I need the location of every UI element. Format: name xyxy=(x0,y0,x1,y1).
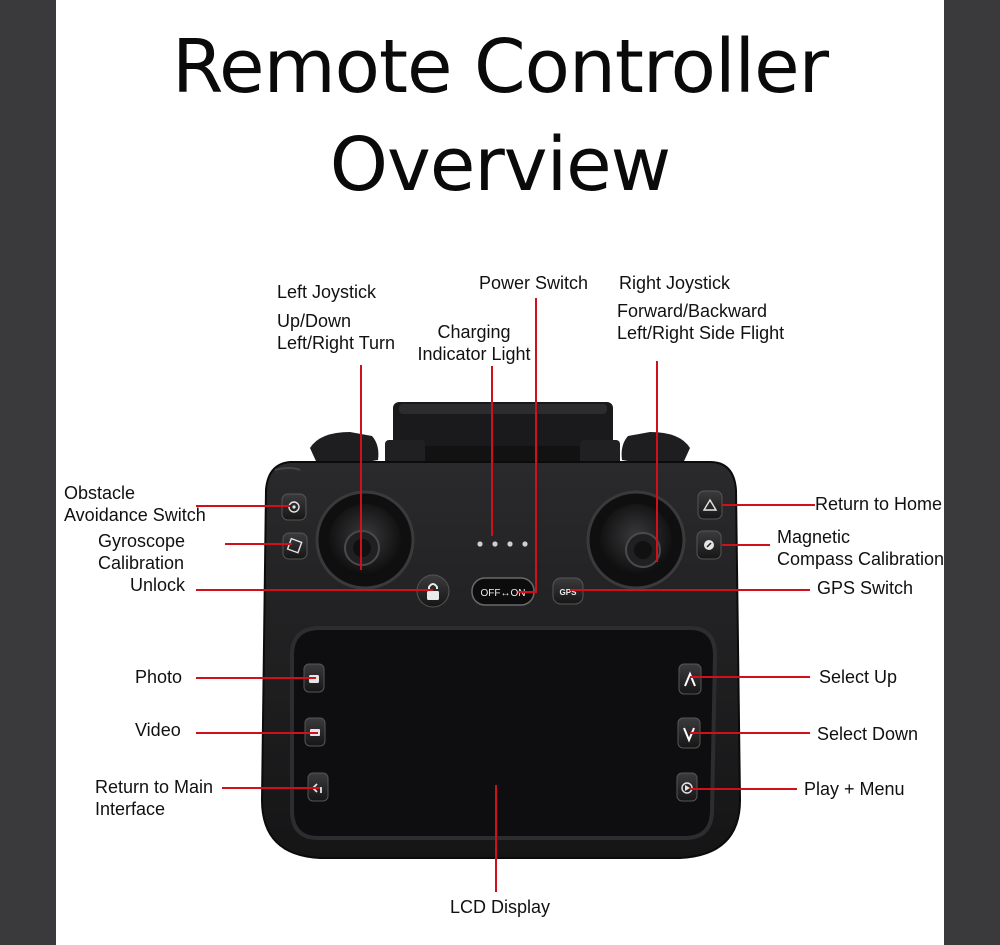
gyroscope-calibration-button[interactable] xyxy=(282,532,308,560)
label-select-up: Select Up xyxy=(819,667,898,687)
label-left-joystick: Left Joystick xyxy=(277,282,377,302)
play-menu-button[interactable] xyxy=(676,772,698,802)
label-unlock: Unlock xyxy=(130,575,186,595)
label-obstacle1: Obstacle xyxy=(64,483,136,503)
leader-power-switch xyxy=(518,298,537,593)
charging-indicator-lights xyxy=(477,541,528,547)
label-power-switch: Power Switch xyxy=(479,273,589,293)
compass-calibration-button[interactable] xyxy=(696,530,722,560)
label-gyro1: Gyroscope xyxy=(98,531,186,551)
label-right-joystick: Right Joystick xyxy=(619,273,731,293)
gps-switch-label: GPS xyxy=(560,588,578,597)
lock-icon xyxy=(427,591,439,600)
label-return-home: Return to Home xyxy=(815,494,943,514)
label-video: Video xyxy=(135,720,181,740)
label-return-main2: Interface xyxy=(95,799,166,819)
label-gyro2: Calibration xyxy=(98,553,185,573)
label-select-down: Select Down xyxy=(817,724,919,744)
label-photo: Photo xyxy=(135,667,183,687)
label-left-joystick-desc2: Left/Right Turn xyxy=(277,333,396,353)
page-title-line1: Remote Controller xyxy=(171,24,829,110)
left-joystick[interactable] xyxy=(315,490,415,590)
lcd-display xyxy=(290,626,718,840)
page-title-line2: Overview xyxy=(329,122,671,208)
label-obstacle2: Avoidance Switch xyxy=(64,505,206,525)
power-switch-label: OFF↔ON xyxy=(481,588,526,599)
label-compass1: Magnetic xyxy=(777,527,851,547)
chevron-up-icon xyxy=(684,671,696,687)
label-right-joystick-desc1: Forward/Backward xyxy=(617,301,768,321)
label-gps-switch: GPS Switch xyxy=(817,578,914,598)
select-up-button[interactable] xyxy=(678,663,702,695)
label-lcd-display: LCD Display xyxy=(450,897,551,917)
label-left-joystick-desc1: Up/Down xyxy=(277,311,352,331)
leader-lines xyxy=(196,298,815,892)
right-shoulder xyxy=(621,432,690,470)
return-home-button[interactable] xyxy=(697,490,723,520)
label-compass2: Compass Calibration xyxy=(777,549,945,569)
right-joystick[interactable] xyxy=(586,490,686,590)
play-icon xyxy=(685,785,690,791)
label-return-main1: Return to Main xyxy=(95,777,214,797)
label-charging1: Charging xyxy=(437,322,511,342)
label-charging2: Indicator Light xyxy=(417,344,531,364)
label-right-joystick-desc2: Left/Right Side Flight xyxy=(617,323,785,343)
label-play-menu: Play + Menu xyxy=(804,779,905,799)
phone-clamp xyxy=(385,402,620,468)
